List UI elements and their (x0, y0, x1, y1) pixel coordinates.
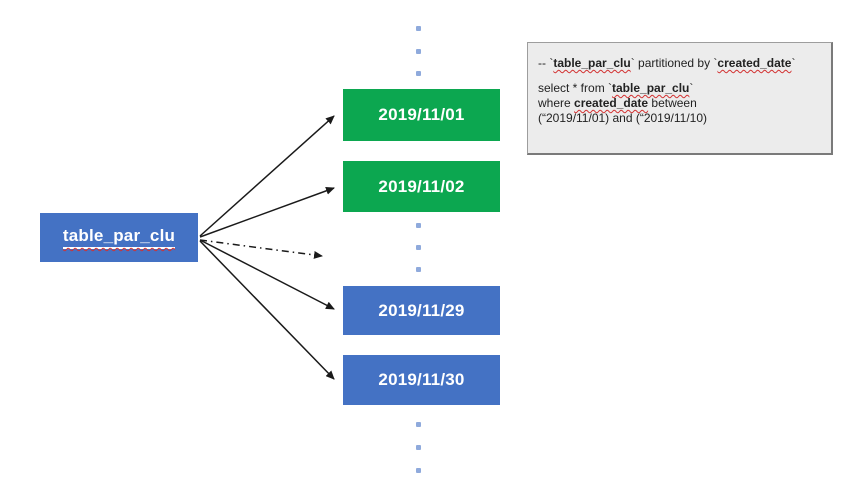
ellipsis-dot (416, 468, 421, 473)
node-table-par-clu: table_par_clu (40, 213, 198, 262)
source-table-label: table_par_clu (62, 226, 176, 249)
arrow-to-2019-11-29 (199, 239, 335, 310)
arrow-dashdot-ellipsis (199, 239, 323, 259)
arrow-to-2019-11-01 (199, 115, 335, 237)
node-partition-2019-11-30: 2019/11/30 (343, 355, 500, 405)
code-blank-line (538, 71, 821, 81)
partition-label: 2019/11/29 (378, 300, 465, 320)
sql-line-where: where created_date between (538, 96, 697, 110)
ellipsis-dot (416, 445, 421, 450)
partition-label: 2019/11/01 (378, 105, 465, 124)
ellipsis-dot (416, 26, 421, 31)
node-partition-2019-11-29: 2019/11/29 (343, 286, 500, 335)
ellipsis-dot (416, 49, 421, 54)
ellipsis-dot (416, 71, 421, 76)
sql-comment-box: -- `table_par_clu` partitioned by `creat… (527, 42, 833, 155)
node-partition-2019-11-02: 2019/11/02 (343, 161, 500, 212)
ellipsis-dot (416, 223, 421, 228)
ellipsis-dot (416, 422, 421, 427)
partition-label: 2019/11/30 (378, 370, 465, 389)
node-partition-2019-11-01: 2019/11/01 (343, 89, 500, 141)
ellipsis-dot (416, 267, 421, 272)
sql-line-comment: -- `table_par_clu` partitioned by `creat… (538, 56, 796, 70)
arrow-to-2019-11-30 (199, 240, 335, 380)
sql-line-select: select * from `table_par_clu` (538, 81, 694, 95)
sql-line-range: (“2019/11/01) and (“2019/11/10) (538, 111, 708, 125)
partition-label: 2019/11/02 (378, 176, 465, 196)
ellipsis-dot (416, 245, 421, 250)
arrow-to-2019-11-02 (199, 186, 335, 238)
